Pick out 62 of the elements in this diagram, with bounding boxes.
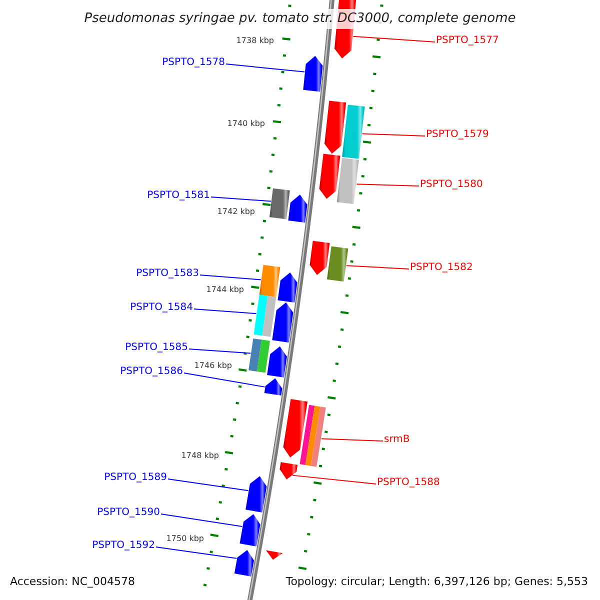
category-block — [327, 246, 348, 282]
gene-label: PSPTO_1586 — [120, 366, 183, 378]
leader-line — [184, 372, 266, 388]
leader-line — [156, 546, 238, 559]
leader-line — [226, 64, 306, 72]
leader-line — [194, 308, 257, 314]
accession-text: Accession: NC_004578 — [8, 574, 138, 590]
category-block — [269, 188, 290, 220]
gene-label: PSPTO_1579 — [426, 129, 489, 141]
gene-label: PSPTO_1580 — [420, 179, 483, 191]
reverse-strand-gene — [240, 514, 260, 546]
reverse-strand-gene — [303, 56, 323, 92]
tick-label: 1740 kbp — [227, 119, 265, 129]
gene-label: PSPTO_1577 — [436, 35, 499, 47]
tick-label: 1748 kbp — [181, 451, 219, 461]
tick-label: 1750 kbp — [166, 534, 204, 544]
leader-line — [160, 514, 243, 527]
gene-label: PSPTO_1590 — [97, 507, 160, 519]
leader-line — [321, 438, 384, 442]
category-block — [300, 404, 326, 467]
leader-line — [210, 196, 272, 202]
gene-label: PSPTO_1592 — [92, 540, 155, 552]
gene-label: PSPTO_1583 — [136, 268, 199, 280]
gene-label: PSPTO_1588 — [377, 477, 440, 489]
forward-strand-gene — [319, 154, 340, 199]
leader-line — [356, 184, 420, 186]
category-block — [342, 104, 365, 159]
gene-label: PSPTO_1582 — [410, 262, 473, 274]
tick-label: 1744 kbp — [206, 285, 244, 295]
gene-label: PSPTO_1585 — [125, 342, 188, 354]
category-block — [259, 264, 280, 298]
reverse-strand-gene — [288, 194, 308, 223]
forward-strand-gene — [283, 399, 308, 458]
leader-line — [292, 474, 376, 484]
gene-label: PSPTO_1589 — [104, 472, 167, 484]
leader-line — [346, 265, 410, 270]
reverse-strand-gene — [267, 346, 287, 378]
genome-summary-text: Topology: circular; Length: 6,397,126 bp; Genes: 5,553 — [284, 574, 590, 590]
forward-strand-gene — [310, 240, 330, 276]
reverse-strand-gene — [272, 302, 294, 343]
reverse-strand-gene — [246, 476, 267, 512]
forward-strand-gene — [324, 100, 346, 154]
leader-line — [168, 478, 249, 492]
category-block — [336, 158, 359, 204]
tick-label: 1742 kbp — [217, 207, 255, 217]
reverse-strand-gene — [234, 550, 254, 576]
gene-label: srmB — [384, 434, 410, 446]
reverse-strand-gene — [278, 272, 298, 303]
reverse-strand-gene — [264, 378, 282, 396]
leader-line — [362, 133, 426, 136]
category-block — [254, 294, 276, 337]
gene-label: PSPTO_1581 — [147, 190, 210, 202]
forward-strand-gene — [280, 462, 298, 480]
forward-strand-gene — [266, 550, 283, 560]
tick-label: 1746 kbp — [194, 361, 232, 371]
tick-label: 1738 kbp — [236, 36, 274, 46]
leader-line — [352, 36, 436, 42]
leader-line — [188, 348, 252, 354]
gene-label: PSPTO_1584 — [130, 302, 193, 314]
gene-label: PSPTO_1578 — [162, 57, 225, 69]
leader-line — [200, 274, 262, 280]
category-block — [248, 338, 270, 373]
